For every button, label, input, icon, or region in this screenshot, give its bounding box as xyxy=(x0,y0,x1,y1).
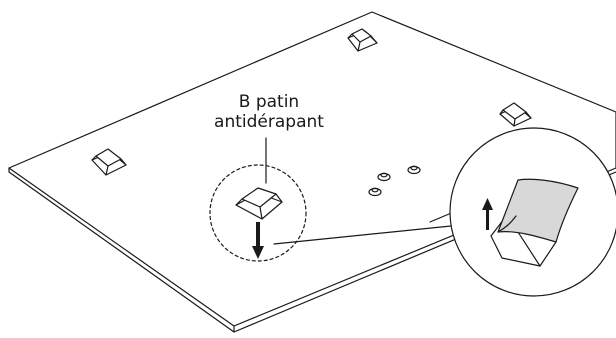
screw-icon xyxy=(407,165,421,175)
callout-label: B patin antidérapant xyxy=(194,92,344,132)
highlight-circle xyxy=(209,164,307,262)
foot-pad-top xyxy=(347,28,378,52)
foot-pad-icon xyxy=(235,187,283,220)
callout-line-2: antidérapant xyxy=(214,112,324,132)
callout-line-1: B patin xyxy=(238,92,300,112)
screw-icon xyxy=(368,187,382,197)
arrow-up-icon xyxy=(482,198,493,230)
peel-detail xyxy=(490,178,579,267)
foot-pad-left xyxy=(91,148,127,176)
screw-icon xyxy=(377,172,391,182)
device-board xyxy=(8,11,616,333)
arrow-down-icon xyxy=(252,222,264,259)
foot-pad-right xyxy=(499,102,532,127)
